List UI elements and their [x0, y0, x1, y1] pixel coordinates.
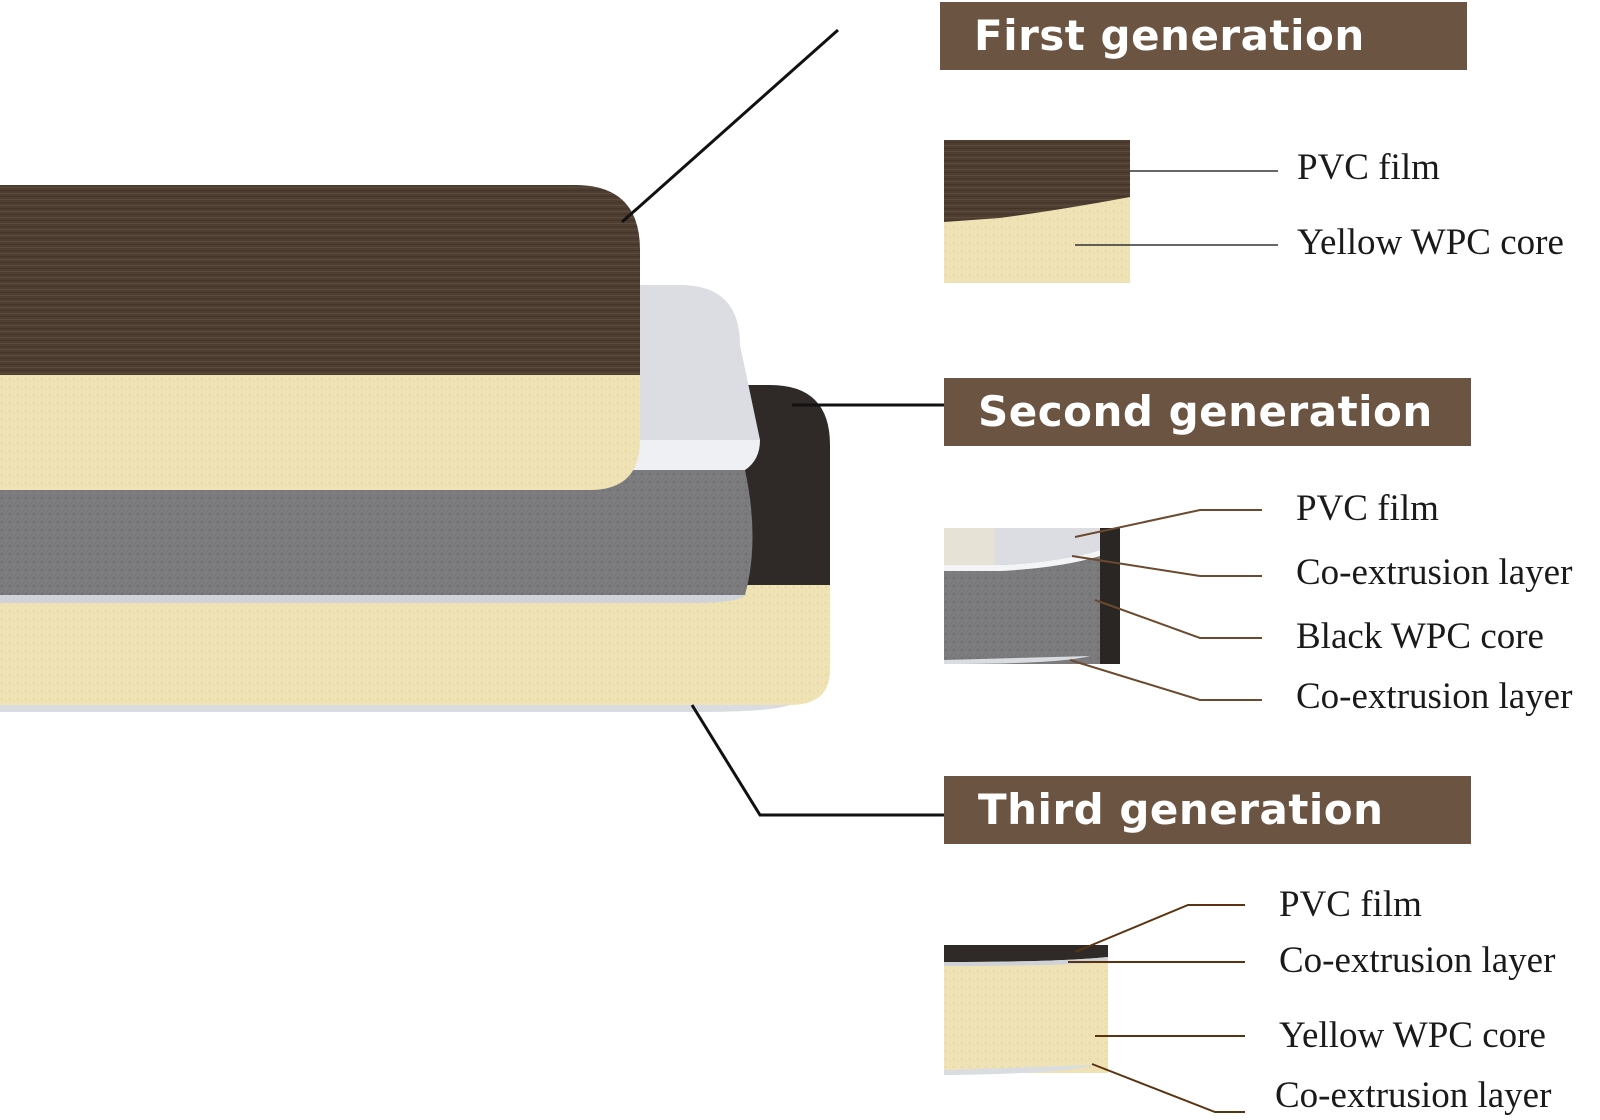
third-gen-layer-label-coex-top: Co-extrusion layer: [1279, 940, 1556, 981]
third-generation-header: Third generation: [944, 776, 1471, 844]
second-gen-coex-bottom-leader: [1069, 659, 1262, 701]
first-generation-header: First generation: [940, 2, 1467, 70]
third-gen-coex-bottom-leader: [1091, 1063, 1245, 1113]
second-generation-header: Second generation: [944, 378, 1471, 446]
second-gen-layer-label-coex-top: Co-extrusion layer: [1296, 552, 1573, 593]
second-generation-sample: [944, 528, 1120, 664]
second-gen-layer-label-coex-bottom: Co-extrusion layer: [1296, 676, 1573, 717]
second-gen-pvc-film-leader: [1074, 509, 1262, 538]
second-gen-layer-label-black-core: Black WPC core: [1296, 616, 1544, 657]
third-gen-layer-label-yellow-core: Yellow WPC core: [1279, 1015, 1546, 1056]
first-generation-board: [0, 185, 640, 490]
third-gen-pvc-film-leader: [1074, 904, 1245, 953]
third-gen-layer-label-coex-bottom: Co-extrusion layer: [1275, 1075, 1552, 1116]
second-gen-coex-top-leader: [1071, 555, 1262, 577]
second-gen-black-core-leader: [1094, 599, 1262, 639]
second-gen-layer-label-pvc-film: PVC film: [1296, 488, 1439, 529]
third-gen-layer-label-pvc-film: PVC film: [1279, 884, 1422, 925]
third-generation-sample: [944, 945, 1108, 1075]
first-generation-sample: [944, 140, 1130, 283]
first-gen-layer-label-yellow-core: Yellow WPC core: [1297, 222, 1564, 263]
third-generation-pointer: [690, 704, 945, 817]
first-gen-layer-label-pvc-film: PVC film: [1297, 147, 1440, 188]
first-generation-pointer: [621, 28, 839, 224]
